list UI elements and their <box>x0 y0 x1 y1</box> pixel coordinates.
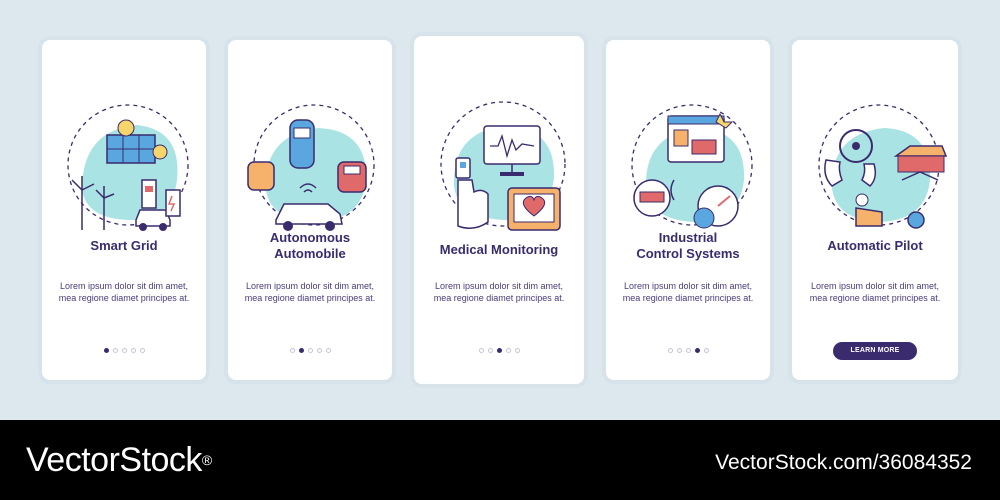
card-title: Industrial Control Systems <box>636 230 740 261</box>
image-credit: VectorStock.com/36084352 <box>715 451 972 474</box>
brand-logo: VectorStock® <box>26 442 212 478</box>
pagination-dots <box>414 348 584 353</box>
card-medical-monitoring: Medical Monitoring Lorem ipsum dolor sit… <box>410 32 588 388</box>
smart-grid-illustration <box>67 104 189 231</box>
pagination-dot[interactable] <box>112 348 118 353</box>
medical-monitoring-illustration <box>440 101 566 231</box>
card-autonomous-automobile: Autonomous Automobile Lorem ipsum dolor … <box>224 36 396 384</box>
card-description: Lorem ipsum dolor sit dim amet, mea regi… <box>622 281 754 303</box>
pagination-dots <box>228 348 392 353</box>
pagination-dot[interactable] <box>316 348 322 353</box>
pagination-dot[interactable] <box>667 348 673 353</box>
card-smart-grid: Smart Grid Lorem ipsum dolor sit dim ame… <box>38 36 210 384</box>
pagination-dot[interactable] <box>478 348 484 353</box>
pagination-dot[interactable] <box>676 348 682 353</box>
pagination-dot[interactable] <box>514 348 520 353</box>
card-description: Lorem ipsum dolor sit dim amet, mea regi… <box>58 281 190 303</box>
pagination-dot[interactable] <box>121 348 127 353</box>
industrial-control-illustration <box>631 104 753 229</box>
pagination-dot[interactable] <box>103 348 109 353</box>
registered-mark: ® <box>201 452 212 468</box>
pagination-dot[interactable] <box>703 348 709 353</box>
onboarding-screens: Smart Grid Lorem ipsum dolor sit dim ame… <box>38 32 962 388</box>
card-industrial-control-systems: Industrial Control Systems Lorem ipsum d… <box>602 36 774 384</box>
automatic-pilot-illustration <box>818 104 948 229</box>
brand-name: VectorStock <box>26 441 202 479</box>
card-automatic-pilot: Automatic Pilot Lorem ipsum dolor sit di… <box>788 36 962 384</box>
pagination-dot[interactable] <box>487 348 493 353</box>
card-description: Lorem ipsum dolor sit dim amet, mea regi… <box>433 281 565 303</box>
learn-more-button[interactable]: LEARN MORE <box>833 342 917 360</box>
pagination-dot[interactable] <box>325 348 331 353</box>
card-title: Automatic Pilot <box>827 238 923 253</box>
pagination-dot[interactable] <box>289 348 295 353</box>
pagination-dot[interactable] <box>298 348 304 353</box>
pagination-dot[interactable] <box>130 348 136 353</box>
pagination-dot[interactable] <box>307 348 313 353</box>
autonomous-automobile-illustration <box>247 104 375 231</box>
pagination-dot[interactable] <box>685 348 691 353</box>
pagination-dots <box>606 348 770 353</box>
pagination-dot[interactable] <box>694 348 700 353</box>
pagination-dot[interactable] <box>496 348 502 353</box>
card-description: Lorem ipsum dolor sit dim amet, mea regi… <box>809 281 941 303</box>
pagination-dot[interactable] <box>139 348 145 353</box>
card-title: Smart Grid <box>90 238 158 253</box>
card-description: Lorem ipsum dolor sit dim amet, mea regi… <box>244 281 376 303</box>
pagination-dot[interactable] <box>505 348 511 353</box>
pagination-dots <box>42 348 206 353</box>
card-title: Medical Monitoring <box>439 242 559 257</box>
footer-banner: VectorStock® VectorStock.com/36084352 <box>0 420 1000 500</box>
card-title: Autonomous Automobile <box>269 230 351 261</box>
